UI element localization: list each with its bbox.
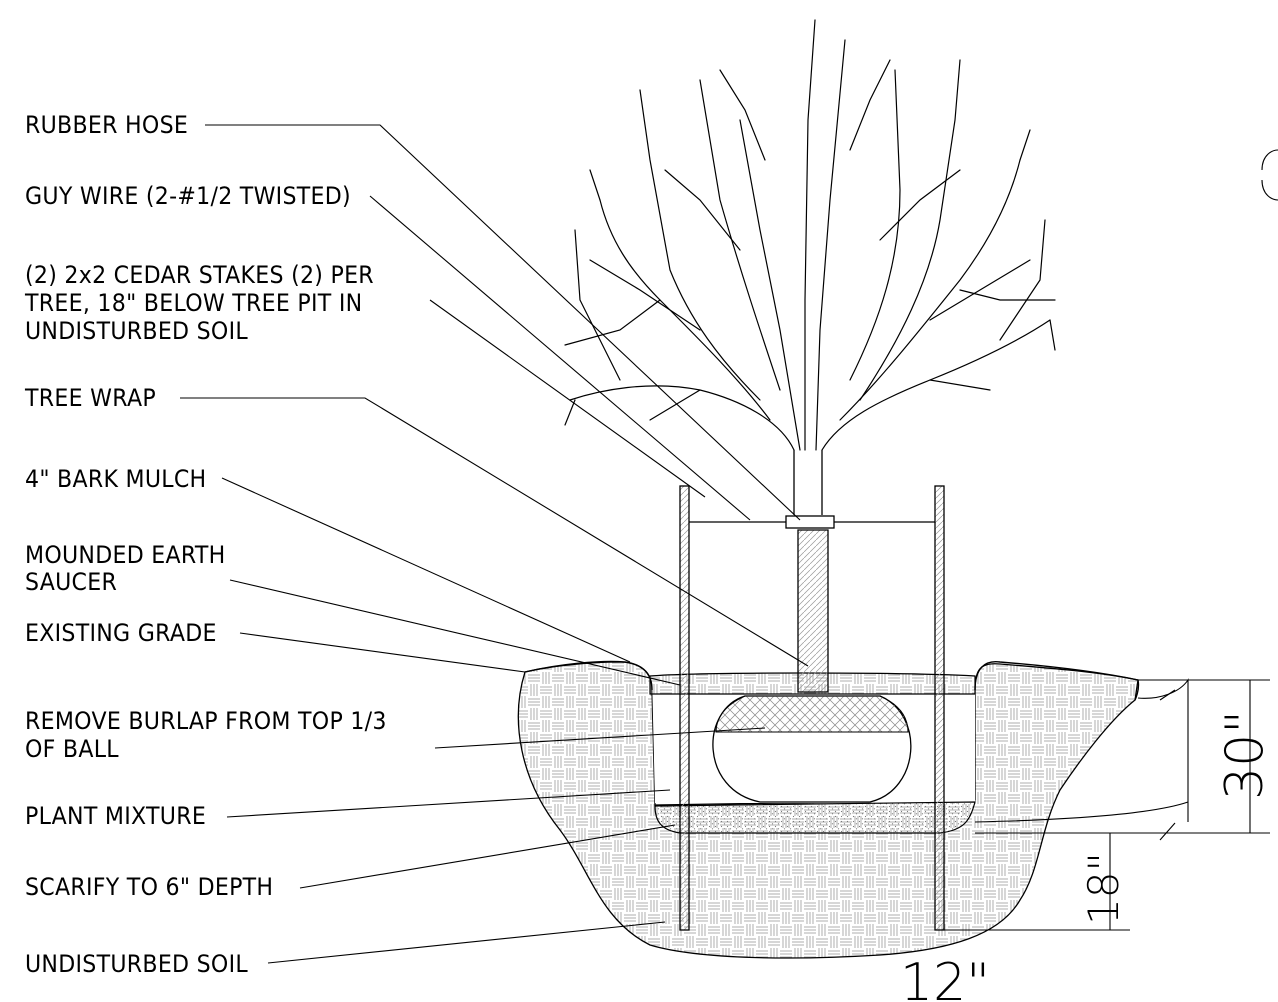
label-cedar-stakes-line2: TREE, 18" BELOW TREE PIT IN xyxy=(25,289,363,317)
mounded-saucer-left xyxy=(524,660,653,691)
label-cedar-stakes-line3: UNDISTURBED SOIL xyxy=(25,317,248,345)
label-plant-mixture: PLANT MIXTURE xyxy=(25,802,207,830)
label-undisturbed-soil: UNDISTURBED SOIL xyxy=(25,950,248,978)
label-remove-burlap-line1: REMOVE BURLAP FROM TOP 1/3 xyxy=(25,707,387,735)
cedar-stake-right xyxy=(934,485,945,931)
label-mounded-earth-line2: SAUCER xyxy=(25,568,118,596)
label-mounded-earth-line1: MOUNDED EARTH xyxy=(25,541,226,569)
label-scarify: SCARIFY TO 6" DEPTH xyxy=(25,873,274,901)
label-cedar-stakes-line1: (2) 2x2 CEDAR STAKES (2) PER xyxy=(25,261,374,289)
label-tree-wrap: TREE WRAP xyxy=(25,384,156,412)
label-rubber-hose: RUBBER HOSE xyxy=(25,111,189,139)
burlap-top-third xyxy=(715,695,909,733)
dimension-18-label: 18" xyxy=(1079,852,1128,925)
dimension-12-label: 12" xyxy=(900,953,990,1002)
mounded-saucer-right xyxy=(974,661,1140,701)
label-guy-wire: GUY WIRE (2-#1/2 TWISTED) xyxy=(25,182,351,210)
label-remove-burlap-line2: OF BALL xyxy=(25,735,119,763)
scarify-layer xyxy=(654,801,976,834)
label-bark-mulch: 4" BARK MULCH xyxy=(25,465,207,493)
dimension-lines xyxy=(944,149,1278,931)
tree-trunk xyxy=(797,529,829,693)
dimension-30-label: 30" xyxy=(1215,710,1275,800)
rubber-hose xyxy=(785,515,835,529)
tree-canopy xyxy=(564,19,1056,451)
leader-lines xyxy=(180,124,809,964)
label-existing-grade: EXISTING GRADE xyxy=(25,619,217,647)
cedar-stake-left xyxy=(679,485,690,931)
